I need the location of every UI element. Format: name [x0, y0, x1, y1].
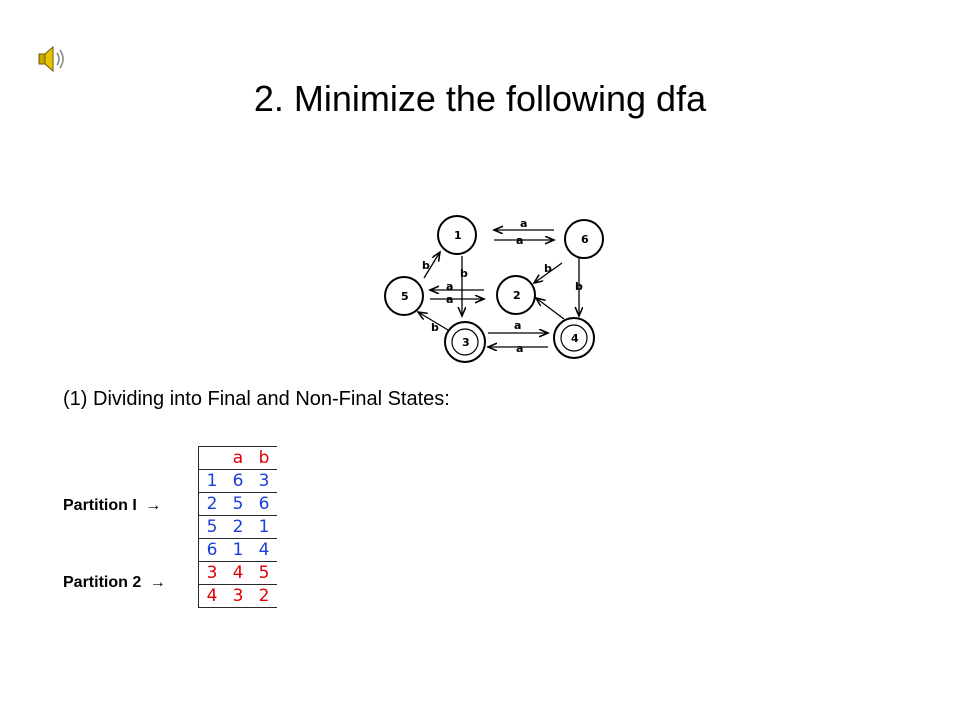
a-cell: 3 — [225, 584, 251, 608]
transition-table: a b 1 6 3 2 5 6 5 2 1 6 1 4 3 4 5 4 3 2 — [198, 446, 277, 608]
partition-2-label: Partition 2 → — [63, 574, 166, 592]
svg-text:a: a — [446, 280, 453, 293]
svg-text:a: a — [446, 293, 453, 306]
a-cell: 1 — [225, 538, 251, 562]
table-row: 3 4 5 — [198, 561, 277, 585]
svg-text:5: 5 — [401, 290, 409, 303]
svg-text:2: 2 — [513, 289, 521, 302]
svg-text:4: 4 — [571, 332, 579, 345]
table-row: 4 3 2 — [198, 584, 277, 608]
state-cell: 5 — [198, 515, 225, 539]
svg-text:b: b — [431, 321, 439, 334]
b-cell: 4 — [251, 538, 277, 562]
state-cell: 6 — [198, 538, 225, 562]
header-cell: b — [251, 446, 277, 470]
header-cell: a — [225, 446, 251, 470]
state-5: 5 — [384, 276, 424, 316]
slide-title: 2. Minimize the following dfa — [253, 78, 707, 119]
b-cell: 6 — [251, 492, 277, 516]
svg-text:a: a — [514, 319, 521, 332]
svg-text:b: b — [575, 280, 583, 293]
b-cell: 1 — [251, 515, 277, 539]
b-cell: 3 — [251, 469, 277, 493]
state-2: 2 — [496, 275, 536, 315]
arrow-icon: → — [149, 574, 166, 591]
state-cell: 1 — [198, 469, 225, 493]
partition-1-text: Partition I — [63, 497, 137, 514]
state-4: 4 — [553, 317, 595, 359]
svg-text:3: 3 — [462, 336, 470, 349]
b-cell: 5 — [251, 561, 277, 585]
svg-text:b: b — [460, 267, 468, 280]
table-row: 1 6 3 — [198, 469, 277, 493]
svg-text:a: a — [516, 234, 523, 247]
a-cell: 2 — [225, 515, 251, 539]
speaker-icon[interactable] — [36, 42, 70, 76]
svg-text:b: b — [544, 262, 552, 275]
state-3: 3 — [444, 321, 486, 363]
partition-2-text: Partition 2 — [63, 574, 142, 591]
a-cell: 4 — [225, 561, 251, 585]
table-row: 5 2 1 — [198, 515, 277, 539]
dfa-diagram: 1 6 5 2 3 4 — [376, 206, 608, 370]
svg-text:6: 6 — [581, 233, 589, 246]
state-cell: 4 — [198, 584, 225, 608]
table-row: 2 5 6 — [198, 492, 277, 516]
state-1: 1 — [437, 215, 477, 255]
b-cell: 2 — [251, 584, 277, 608]
state-cell: 3 — [198, 561, 225, 585]
header-cell — [198, 446, 225, 470]
partition-1-label: Partition I → — [63, 497, 161, 515]
table-header-row: a b — [198, 446, 277, 470]
svg-text:b: b — [422, 259, 430, 272]
table-row: 6 1 4 — [198, 538, 277, 562]
arrow-icon: → — [145, 497, 162, 514]
svg-text:1: 1 — [454, 229, 462, 242]
svg-text:a: a — [516, 342, 523, 355]
state-cell: 2 — [198, 492, 225, 516]
state-6: 6 — [564, 219, 604, 259]
svg-text:a: a — [520, 217, 527, 230]
a-cell: 5 — [225, 492, 251, 516]
step-text: (1) Dividing into Final and Non-Final St… — [63, 388, 450, 410]
a-cell: 6 — [225, 469, 251, 493]
